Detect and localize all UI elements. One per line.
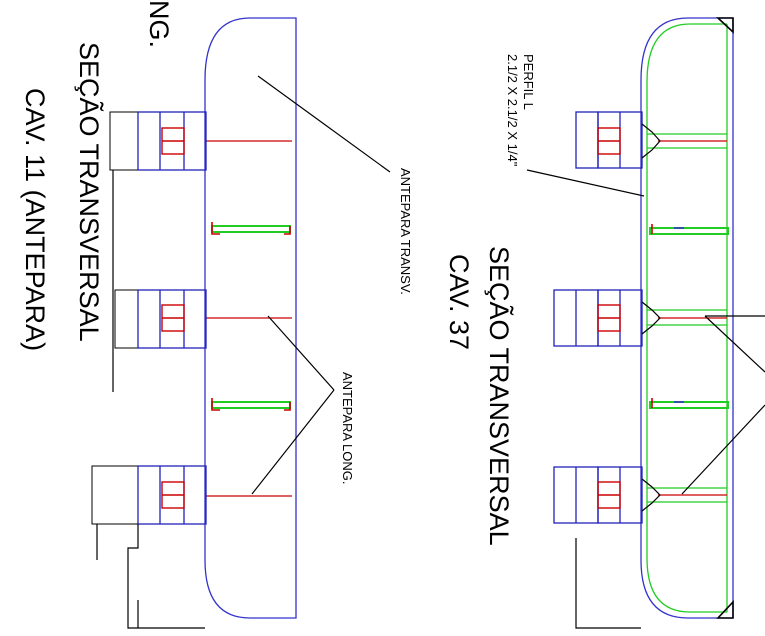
leader-line-long (251, 389, 335, 495)
left-block-assembly (109, 111, 207, 171)
left-block-assembly (114, 289, 207, 349)
profile-label: PERFIL L (521, 54, 536, 110)
right-hull-outline (640, 17, 733, 619)
right-block-assembly (553, 466, 661, 524)
right-block-assembly (575, 111, 661, 169)
right-stiffener (649, 398, 729, 409)
right-corner-plate (715, 17, 734, 34)
right-corner-plate (716, 599, 734, 619)
left-stiffener (211, 222, 291, 235)
left-stiffener (211, 398, 291, 411)
left-structure-line (127, 524, 205, 629)
label-antepara-transv: ANTEPARA TRANSV. (398, 168, 413, 295)
right-section-subtitle: CAV. 37 (444, 254, 474, 350)
right-cross-section (526, 17, 765, 629)
right-structure-line (575, 538, 641, 629)
leader-line-right (704, 315, 765, 373)
left-top-fragment: NG. (144, 0, 174, 48)
leader-line-long (267, 315, 335, 391)
left-cross-section (91, 17, 391, 629)
right-stiffener (649, 224, 729, 235)
leader-line-right (681, 404, 765, 495)
leader-line-profile (526, 169, 645, 197)
right-section-title: SEÇÃO TRANSVERSAL (484, 246, 515, 546)
right-block-assembly (553, 289, 661, 347)
label-antepara-long: ANTEPARA LONG. (340, 372, 355, 484)
left-section-title: SEÇÃO TRANSVERSAL (74, 42, 105, 342)
left-section-subtitle: CAV. 11 (ANTEPARA) (20, 88, 50, 351)
left-hull-outline (204, 17, 297, 619)
profile-spec-label: 2.1/2 X 2.1/2 X 1/4" (505, 54, 520, 167)
left-block-assembly (91, 465, 207, 525)
right-frame-outline (646, 23, 727, 613)
leader-line-transv (257, 75, 391, 173)
